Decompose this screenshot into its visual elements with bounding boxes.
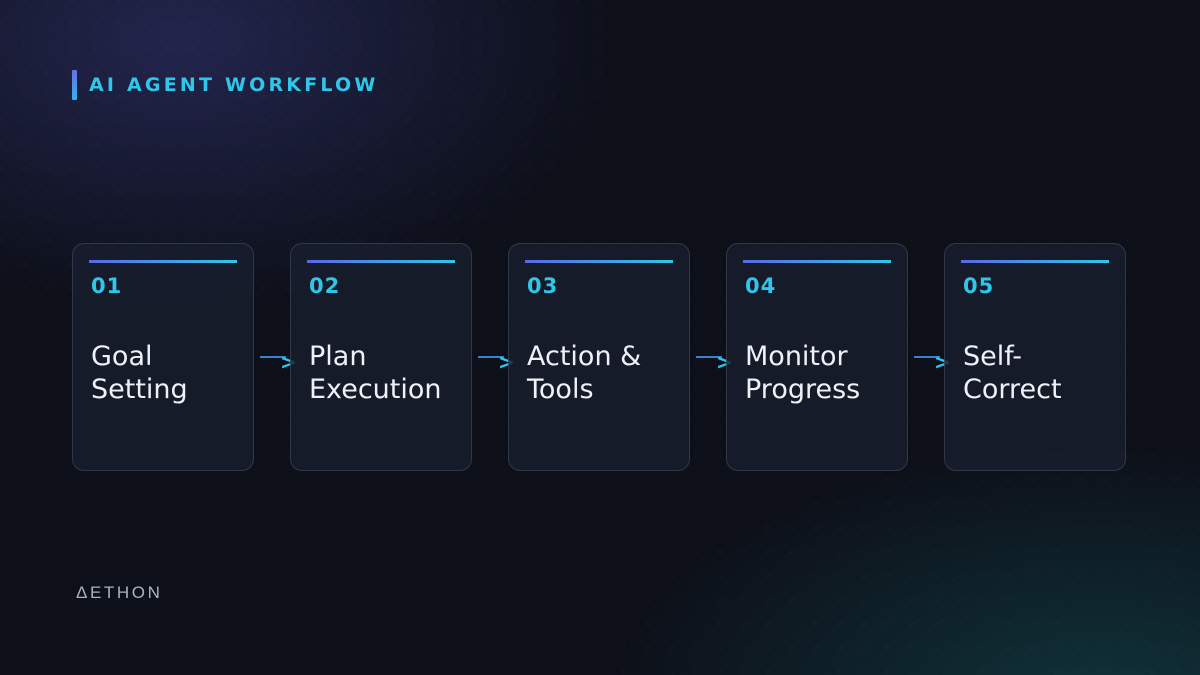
step-number: 04 <box>745 274 777 298</box>
step-title: Goal Setting <box>91 341 188 405</box>
step-card-1: 01 Goal Setting <box>72 243 254 471</box>
step-title: Self- Correct <box>963 341 1062 405</box>
card-accent-line <box>89 260 237 263</box>
connector-line <box>260 356 286 358</box>
step-title: Action & Tools <box>527 341 642 405</box>
connector-line <box>914 356 940 358</box>
card-accent-line <box>743 260 891 263</box>
brand-logo: ΔETHON <box>76 583 163 602</box>
header: AI AGENT WORKFLOW <box>72 70 379 100</box>
step-card-4: 04 Monitor Progress <box>726 243 908 471</box>
step-number: 05 <box>963 274 995 298</box>
step-number: 03 <box>527 274 559 298</box>
step-number: 02 <box>309 274 341 298</box>
step-title: Monitor Progress <box>745 341 861 405</box>
step-number: 01 <box>91 274 123 298</box>
card-accent-line <box>307 260 455 263</box>
step-card-2: 02 Plan Execution <box>290 243 472 471</box>
header-accent-bar <box>72 70 77 100</box>
step-card-5: 05 Self- Correct <box>944 243 1126 471</box>
step-title: Plan Execution <box>309 341 442 405</box>
card-accent-line <box>525 260 673 263</box>
page-title: AI AGENT WORKFLOW <box>89 74 379 96</box>
connector-line <box>478 356 504 358</box>
step-card-3: 03 Action & Tools <box>508 243 690 471</box>
connector-line <box>696 356 722 358</box>
card-accent-line <box>961 260 1109 263</box>
